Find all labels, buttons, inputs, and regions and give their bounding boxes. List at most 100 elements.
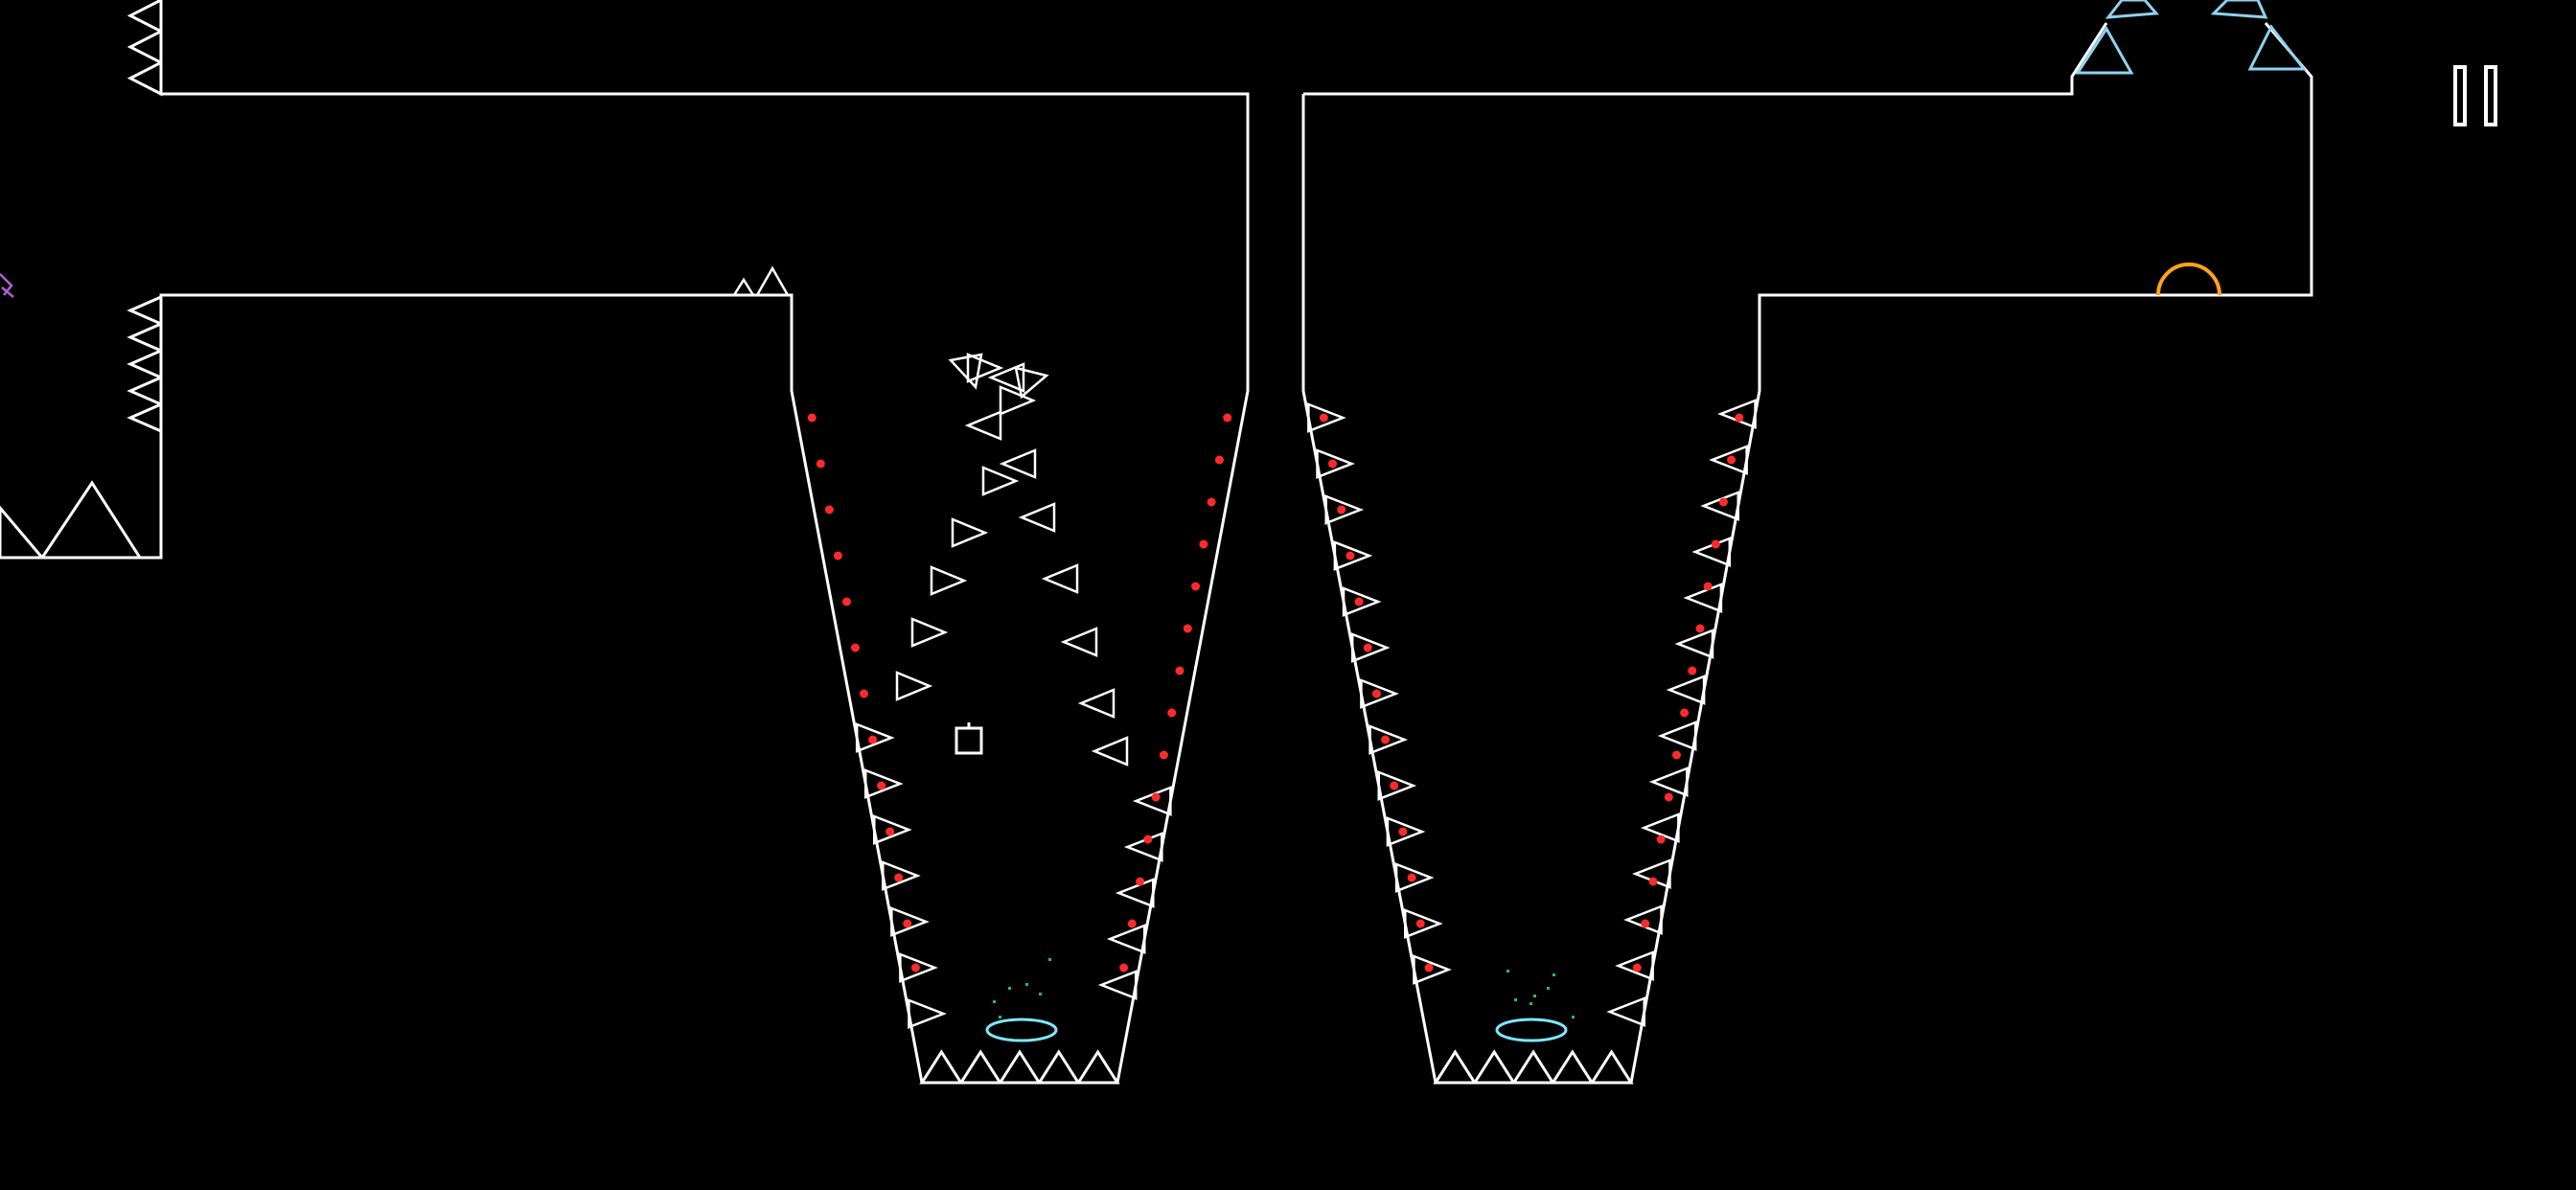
floor-spike-icon bbox=[1036, 1049, 1081, 1085]
enemy-dot bbox=[910, 963, 920, 973]
flying-triangle-icon bbox=[1018, 502, 1056, 533]
wall-spike-icon bbox=[873, 814, 912, 845]
wall-spike-icon bbox=[1413, 954, 1452, 985]
floor-spike-icon bbox=[1589, 1049, 1634, 1085]
wall-spike-icon bbox=[1106, 924, 1146, 954]
enemy-dot bbox=[1671, 750, 1681, 760]
flying-triangle-icon bbox=[895, 671, 933, 701]
flying-triangle-icon bbox=[1091, 736, 1129, 767]
wall-spike-icon bbox=[1666, 675, 1706, 705]
particle bbox=[1530, 1002, 1532, 1005]
flying-triangle-icon bbox=[999, 385, 1037, 416]
top-spike-icon bbox=[2104, 0, 2160, 19]
floor-spike-icon bbox=[958, 1049, 1003, 1085]
pause-button[interactable] bbox=[2448, 61, 2509, 136]
player-square[interactable] bbox=[954, 722, 983, 755]
enemy-dot bbox=[1407, 873, 1416, 882]
enemy-dot bbox=[833, 551, 842, 561]
wall-spike-icon bbox=[882, 860, 921, 891]
flying-triangle-icon bbox=[951, 517, 989, 548]
ledge-spike-icon bbox=[732, 265, 790, 296]
floor-spike-icon bbox=[1433, 1049, 1478, 1085]
enemy-dot bbox=[868, 735, 878, 744]
exit-door-icon[interactable] bbox=[2156, 263, 2221, 296]
particle bbox=[1008, 987, 1011, 990]
wall-spike-icon bbox=[1709, 445, 1748, 475]
particle bbox=[1506, 970, 1509, 973]
wall-spike-icon bbox=[1615, 950, 1654, 981]
particle bbox=[999, 1016, 1001, 1018]
flying-triangle-icon bbox=[999, 448, 1037, 479]
enemy-dot bbox=[1127, 919, 1137, 928]
wall-spike-icon bbox=[1394, 862, 1435, 893]
enemy-dot bbox=[1183, 624, 1192, 633]
enemy-dot bbox=[1398, 827, 1408, 836]
enemy-dot bbox=[1136, 877, 1145, 886]
enemy-dot bbox=[1711, 539, 1720, 549]
pause-icon bbox=[2453, 65, 2467, 126]
enemy-dot bbox=[1680, 708, 1690, 718]
enemy-dot bbox=[1119, 963, 1129, 973]
flying-triangle-icon bbox=[948, 353, 983, 390]
spawn-portal-left bbox=[985, 1018, 1058, 1042]
enemy-dot bbox=[1424, 963, 1434, 973]
wall-spike-icon bbox=[1648, 767, 1689, 797]
wall-spike-icon bbox=[1307, 402, 1346, 433]
wall-spike-icon bbox=[126, 59, 163, 97]
flying-triangle-icon bbox=[964, 410, 1002, 441]
top-spike-icon bbox=[2210, 0, 2268, 19]
top-spike-icon bbox=[2247, 24, 2308, 71]
wall-spike-icon bbox=[1683, 583, 1723, 613]
wall-spike-icon bbox=[1115, 878, 1155, 908]
wall-spike-icon bbox=[1368, 724, 1409, 755]
wall-spike-icon bbox=[1360, 678, 1399, 709]
enemy-dot bbox=[860, 689, 869, 698]
enemy-dot bbox=[1143, 835, 1153, 844]
top-blue-spikes bbox=[2075, 0, 2308, 75]
floor-spike-icon bbox=[1550, 1049, 1595, 1085]
wall-spike-icon bbox=[126, 348, 163, 380]
enemy-dot bbox=[1346, 551, 1355, 561]
enemy-dot bbox=[1199, 539, 1208, 549]
wall-spike-icon bbox=[126, 0, 163, 34]
top-spike-icon bbox=[2075, 26, 2134, 75]
flying-triangle-icon bbox=[981, 466, 1020, 496]
enemy-dots bbox=[807, 413, 1744, 973]
floor-spike-icon bbox=[919, 1049, 964, 1085]
enemy-dot bbox=[1159, 750, 1168, 760]
particle bbox=[1552, 973, 1555, 976]
enemy-dot bbox=[841, 597, 851, 606]
enemy-dot bbox=[886, 827, 895, 836]
enemy-dot bbox=[1415, 919, 1425, 928]
wall-spike-icon bbox=[1606, 996, 1645, 1027]
particle bbox=[1514, 998, 1517, 1001]
wall-spike-icon bbox=[1342, 586, 1382, 617]
enemy-dot bbox=[1175, 666, 1184, 675]
funnel-spikes bbox=[855, 399, 1757, 1029]
flying-triangle-icon bbox=[966, 353, 1004, 383]
spawn-portal-right bbox=[1495, 1018, 1568, 1042]
wall-spike-icon bbox=[1350, 632, 1391, 663]
enemy-dot bbox=[1718, 497, 1728, 507]
enemy-dot bbox=[824, 505, 834, 515]
wall-spike-icon bbox=[863, 768, 904, 799]
pause-icon-bar bbox=[2484, 65, 2497, 126]
wall-spike-icon bbox=[126, 401, 163, 434]
floor-spike-icon bbox=[997, 1049, 1043, 1085]
wall-spike-icon bbox=[1657, 721, 1697, 751]
floor-spike-icon bbox=[0, 505, 46, 560]
flying-triangle-icon bbox=[910, 617, 949, 648]
floor-spike-icon bbox=[1075, 1049, 1120, 1085]
particle bbox=[1547, 987, 1550, 990]
flying-triangle-icon bbox=[1060, 627, 1098, 657]
flying-triangle-icon bbox=[1077, 688, 1116, 719]
enemy-dot bbox=[1381, 735, 1391, 744]
wall-spike-icon bbox=[1324, 494, 1365, 525]
enemy-dot bbox=[1167, 708, 1177, 718]
enemy-dot bbox=[1337, 505, 1346, 515]
particle bbox=[993, 1000, 996, 1003]
wall-spike-icon bbox=[126, 321, 163, 354]
enemy-dot bbox=[1664, 792, 1673, 802]
